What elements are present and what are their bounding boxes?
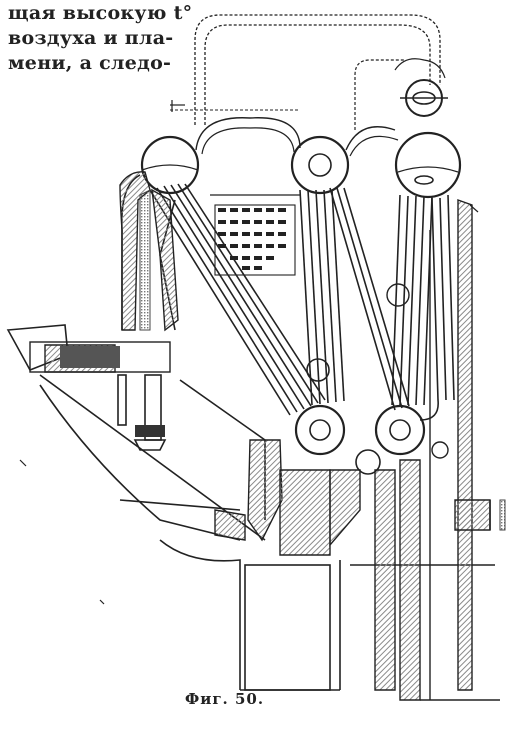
body-text-line-2: воздуха и пла- (8, 27, 174, 49)
body-text-line-3: мени, а следо- (8, 52, 172, 74)
figure-caption: Фиг. 50. (185, 690, 265, 708)
body-text-line-1: щая высокую t° (8, 2, 193, 24)
